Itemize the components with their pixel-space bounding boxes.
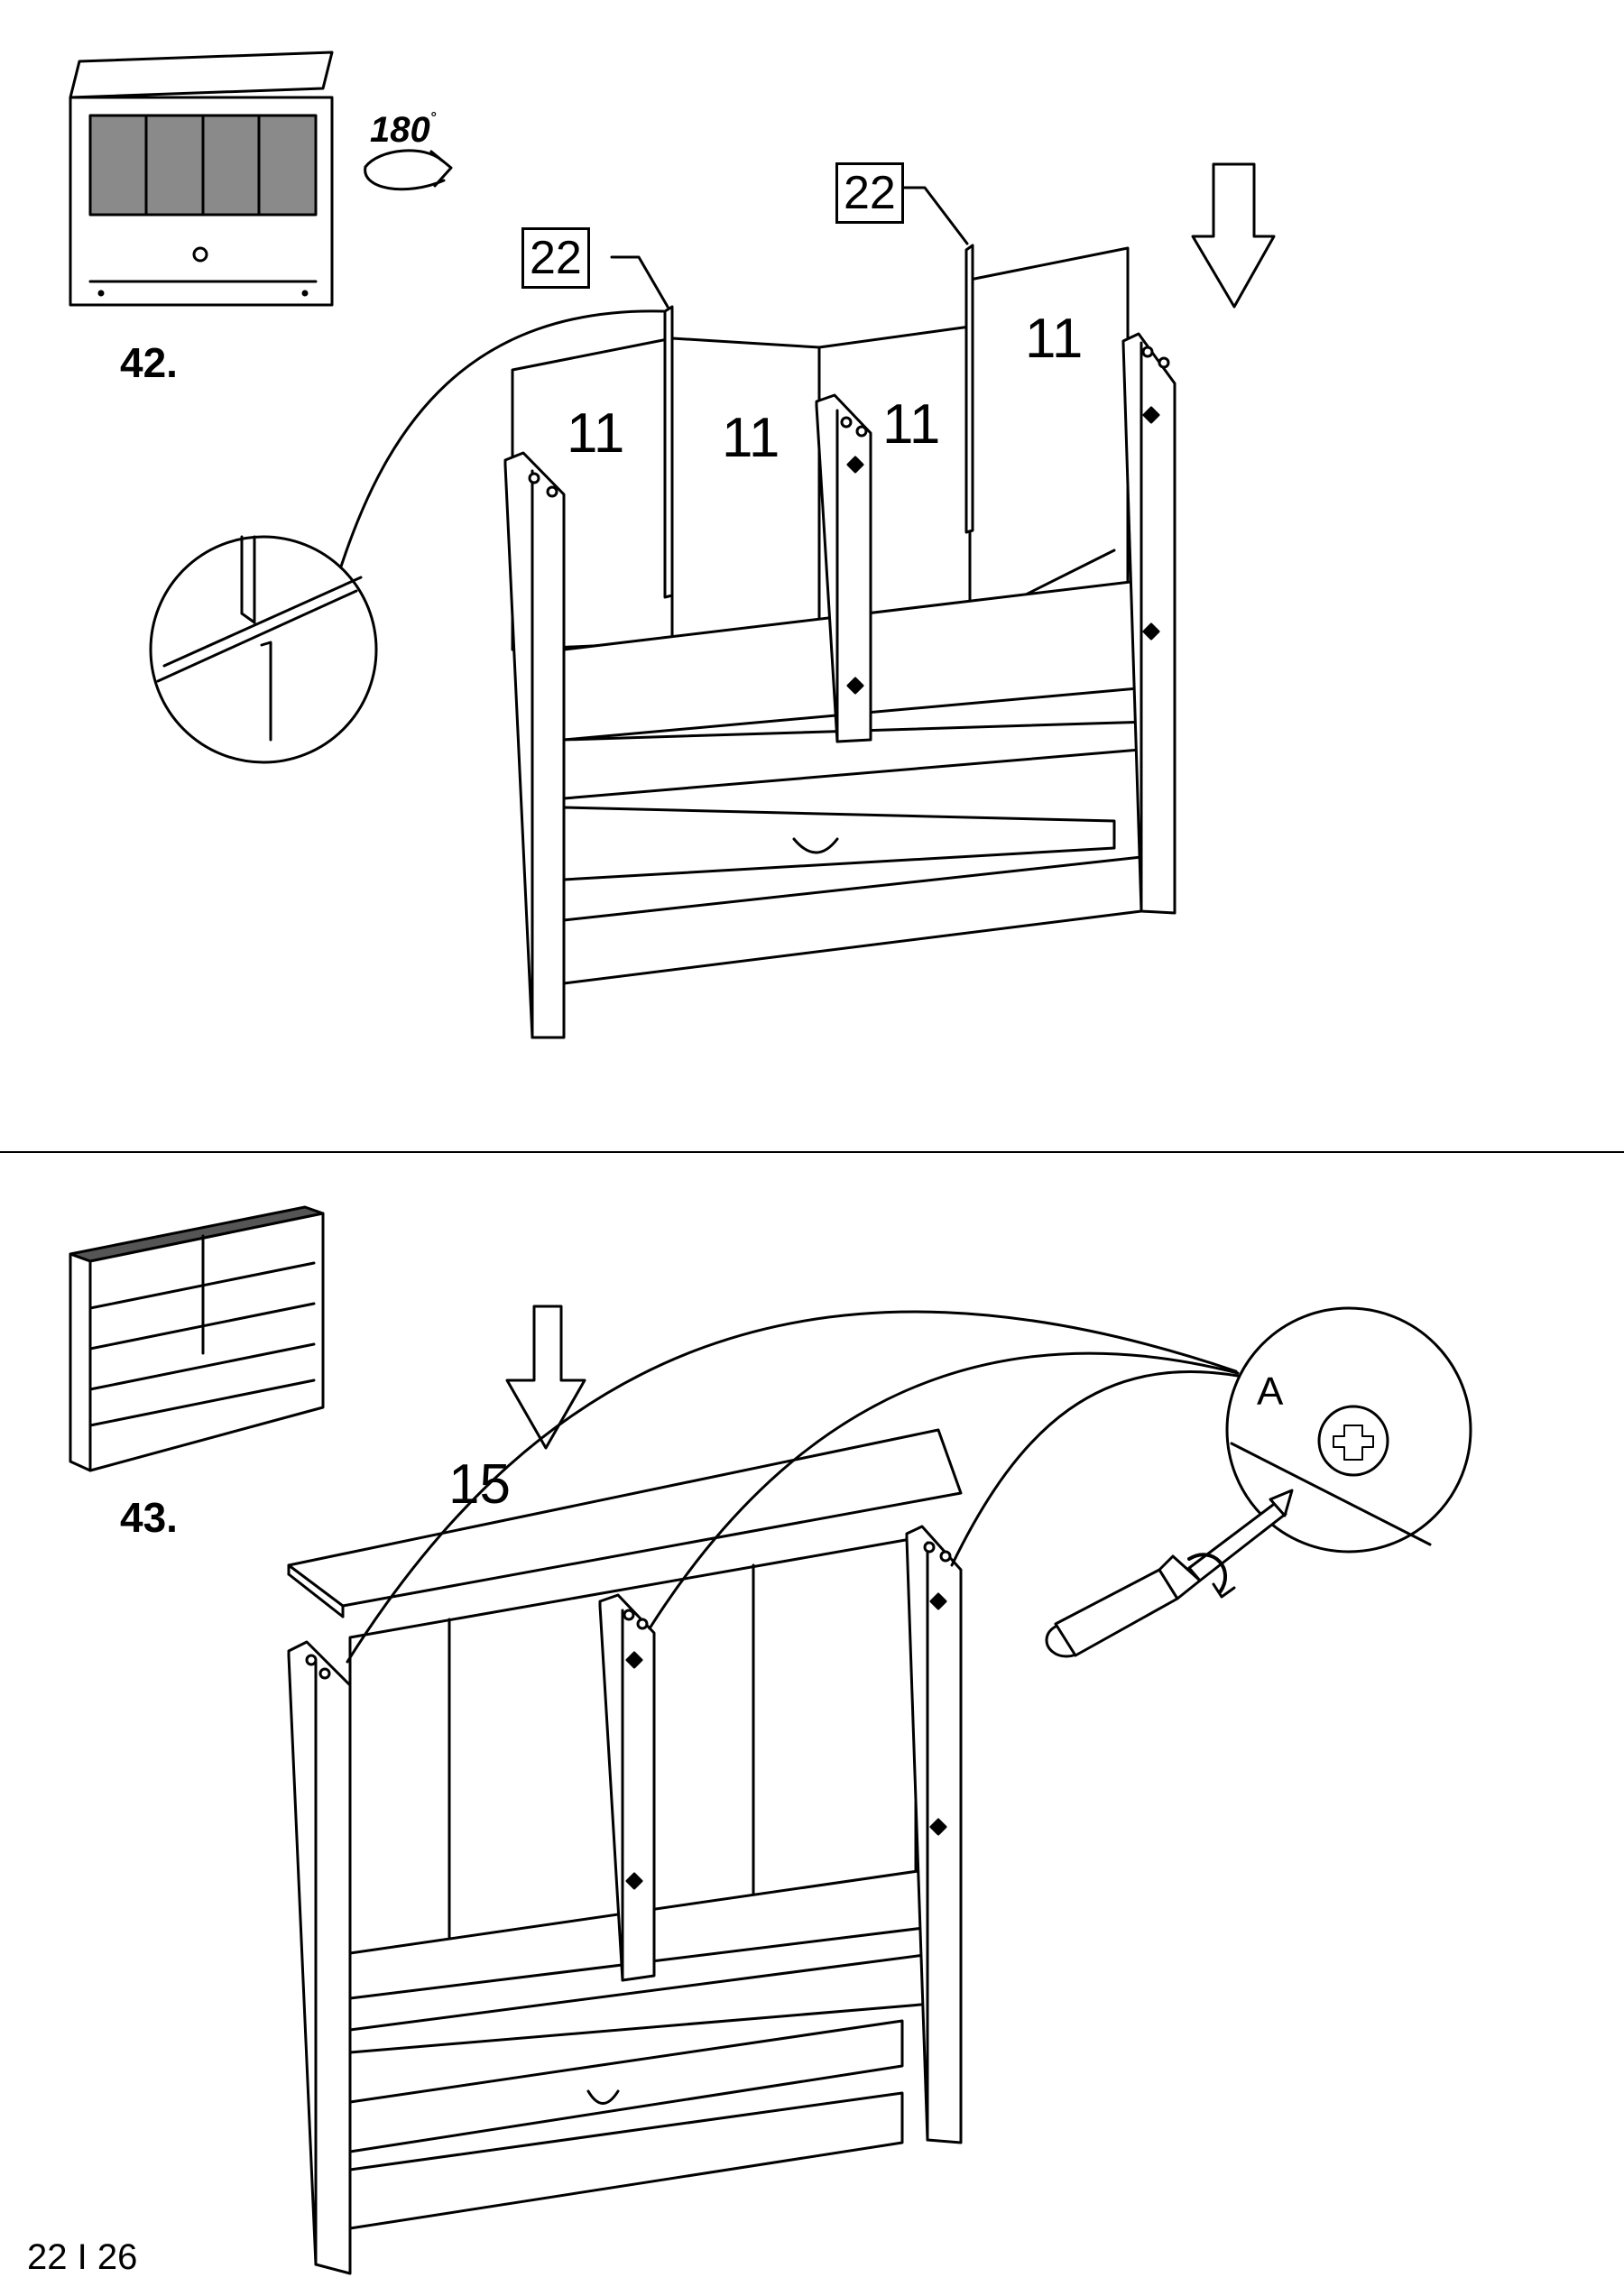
rotation-label: 180° <box>370 110 436 151</box>
part-label-11-a: 11 <box>567 402 625 465</box>
hardware-label-22-left: 22 <box>521 227 590 289</box>
step-43-thumbnail <box>69 1205 325 1472</box>
step-43-assembly <box>287 1306 1472 2275</box>
screwdriver-icon <box>1045 1489 1294 1658</box>
step-number-42: 42. <box>120 339 178 386</box>
detail-label-a: A <box>1257 1369 1284 1414</box>
rotation-value: 180 <box>370 110 430 150</box>
page-number: 22 I 26 <box>27 2237 138 2277</box>
down-arrow-icon <box>505 1305 586 1450</box>
down-arrow-icon <box>1191 162 1276 309</box>
step-number-43: 43. <box>120 1494 178 1541</box>
rotate-arrow-icon <box>364 149 453 191</box>
part-label-11-b: 11 <box>722 407 780 469</box>
part-label-11-c: 11 <box>882 393 941 456</box>
part-label-11-d: 11 <box>1025 308 1084 370</box>
rotation-unit: ° <box>429 110 437 125</box>
part-label-15: 15 <box>448 1453 511 1516</box>
step-42-assembly <box>149 186 1176 1039</box>
step-42-thumbnail <box>69 51 334 307</box>
hardware-label-22-right: 22 <box>835 162 904 224</box>
